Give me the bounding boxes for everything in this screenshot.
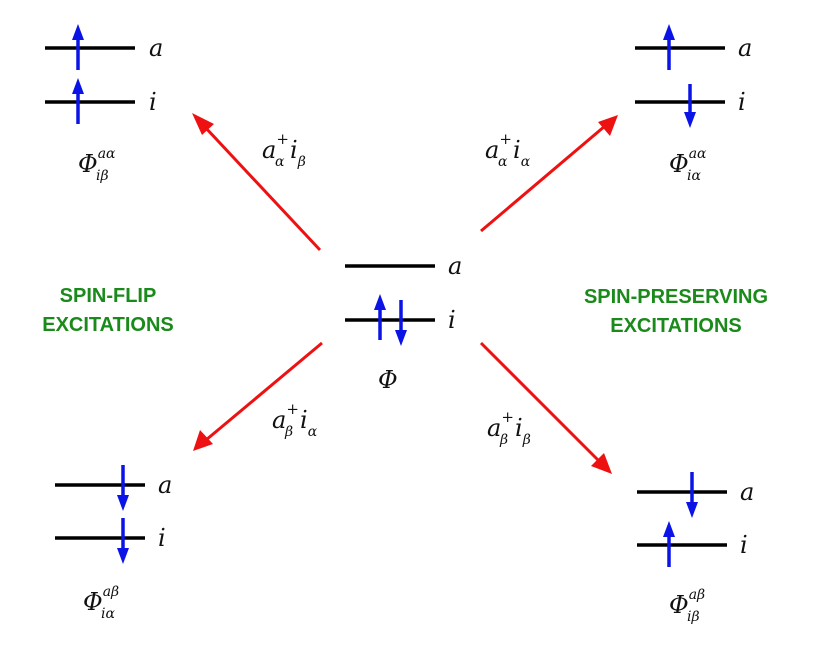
spin-down-arrow [686, 472, 698, 518]
arrow-to-top-left [192, 113, 322, 252]
bottom-right-label-i: i [740, 531, 748, 559]
spin-down-arrow [117, 465, 129, 511]
bottom-left-label-i: i [158, 524, 166, 552]
center-reference-state: a i Φ [345, 252, 462, 394]
arrow-to-bottom-left [193, 341, 323, 451]
spin-up-arrow [72, 78, 84, 124]
arrow-to-top-right [480, 115, 618, 233]
bottom-right-label-a: a [740, 478, 754, 506]
spin-preserving-line1: SPIN-PRESERVING [584, 286, 768, 308]
top-left-label-a: a [149, 34, 163, 62]
spin-up-arrow [72, 24, 84, 70]
center-label-a: a [448, 252, 462, 280]
center-label-i: i [448, 306, 456, 334]
spin-up-arrow [374, 294, 386, 340]
top-right-label-i: i [738, 88, 746, 116]
top-left-label-i: i [149, 88, 157, 116]
spin-preserving-heading: SPIN-PRESERVING EXCITATIONS [584, 286, 768, 337]
top-right-label-a: a [738, 34, 752, 62]
spin-flip-line1: SPIN-FLIP [60, 285, 157, 307]
spin-preserving-line2: EXCITATIONS [610, 315, 741, 337]
spin-up-arrow [663, 24, 675, 70]
spin-down-arrow [684, 84, 696, 128]
spin-up-arrow [663, 521, 675, 567]
spin-down-arrow [117, 518, 129, 564]
spin-flip-line2: EXCITATIONS [42, 314, 173, 336]
center-state-symbol: Φ [378, 366, 398, 394]
arrow-to-bottom-right [479, 341, 612, 474]
spin-down-arrow [395, 300, 407, 346]
bottom-left-label-a: a [158, 471, 172, 499]
spin-flip-heading: SPIN-FLIP EXCITATIONS [42, 285, 173, 336]
